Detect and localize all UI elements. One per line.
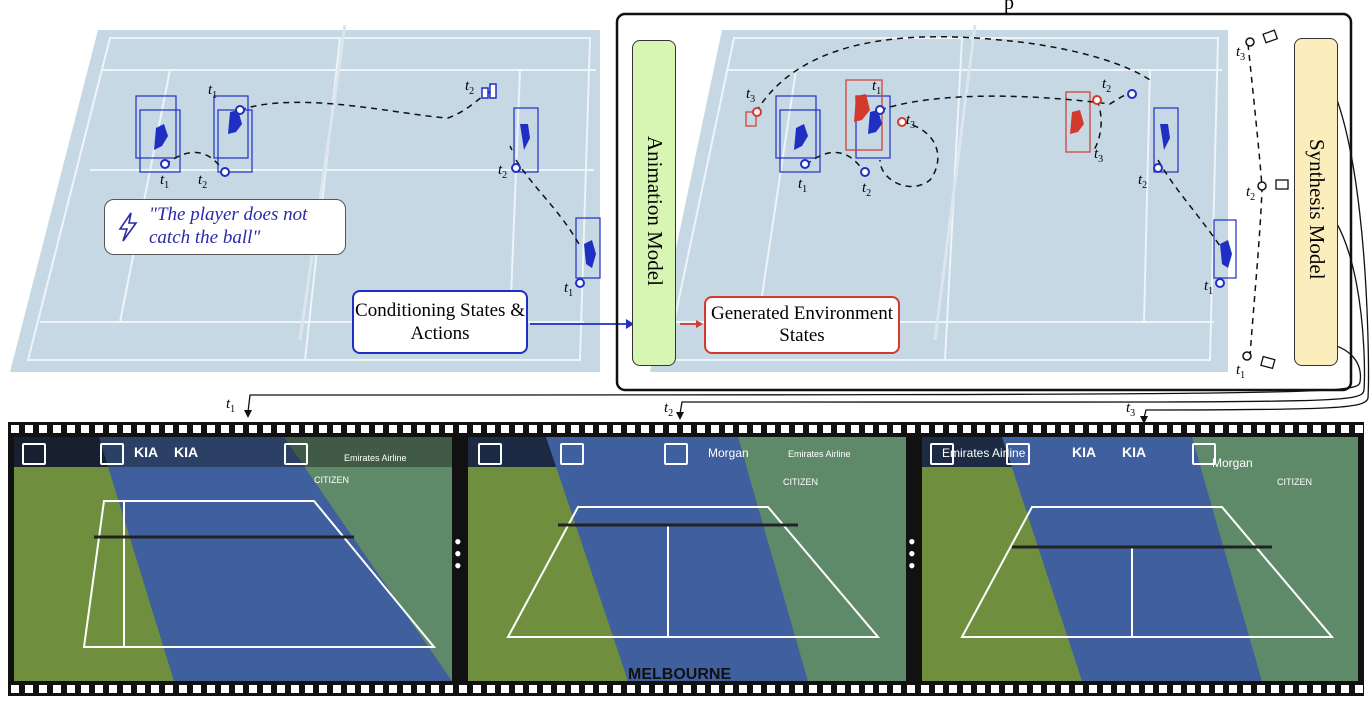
right-court bbox=[650, 30, 1228, 372]
time-label: t2 bbox=[664, 400, 674, 419]
video-frame-t2: Morgan Emirates Airline CITIZEN MELBOURN… bbox=[468, 437, 906, 681]
time-label: t1 bbox=[160, 172, 170, 191]
text-prompt: "The player does not catch the ball" bbox=[149, 204, 308, 248]
time-label: t2 bbox=[498, 162, 508, 181]
time-label: t1 bbox=[1236, 362, 1246, 381]
right-panel-title: p bbox=[1004, 0, 1014, 14]
svg-text:CITIZEN: CITIZEN bbox=[1277, 477, 1312, 487]
svg-text:Emirates Airline: Emirates Airline bbox=[788, 449, 851, 459]
svg-text:KIA: KIA bbox=[134, 444, 158, 460]
synthesis-model-box: Synthesis Model bbox=[1294, 38, 1338, 366]
broadcast-camera-icon bbox=[930, 443, 954, 465]
left-court-players bbox=[135, 95, 601, 279]
time-label: t3 bbox=[1236, 44, 1246, 63]
time-label: t3 bbox=[1094, 146, 1104, 165]
right-court-blue-players bbox=[775, 95, 1237, 279]
time-label: t2 bbox=[1246, 184, 1256, 203]
time-label: t1 bbox=[208, 82, 218, 101]
svg-text:Emirates Airline: Emirates Airline bbox=[942, 446, 1026, 460]
broadcast-camera-icon bbox=[100, 443, 124, 465]
svg-text:Emirates Airline: Emirates Airline bbox=[344, 453, 407, 463]
broadcast-camera-icon bbox=[22, 443, 46, 465]
film-strip-bottom bbox=[8, 682, 1364, 696]
time-label: t1 bbox=[1204, 278, 1214, 297]
left-court-balls bbox=[160, 105, 585, 288]
time-label: t3 bbox=[746, 86, 756, 105]
svg-text:KIA: KIA bbox=[174, 444, 198, 460]
text-prompt-box: "The player does not catch the ball" bbox=[104, 199, 346, 255]
broadcast-camera-icon bbox=[478, 443, 502, 465]
video-frame-t3: Emirates Airline KIA KIA Morgan CITIZEN bbox=[922, 437, 1358, 681]
svg-text:KIA: KIA bbox=[1122, 444, 1146, 460]
ellipsis: ••• bbox=[454, 529, 462, 578]
time-label: t2 bbox=[198, 172, 208, 191]
frame-connectors bbox=[247, 47, 1370, 419]
animation-model-label: Animation Model bbox=[643, 136, 667, 286]
time-label: t2 bbox=[1138, 172, 1148, 191]
svg-text:Morgan: Morgan bbox=[1212, 456, 1253, 470]
time-label: t3 bbox=[906, 112, 916, 131]
svg-text:MELBOURNE: MELBOURNE bbox=[628, 666, 731, 681]
left-court-player-figures bbox=[154, 110, 596, 268]
conditioning-states-box: Conditioning States & Actions bbox=[352, 290, 528, 354]
time-label: t1 bbox=[798, 176, 808, 195]
time-label: t1 bbox=[226, 396, 236, 415]
svg-text:Morgan: Morgan bbox=[708, 446, 749, 460]
time-label: t1 bbox=[872, 78, 882, 97]
generated-states-box: Generated Environment States bbox=[704, 296, 900, 354]
left-court-trajectories bbox=[164, 91, 581, 247]
svg-text:KIA: KIA bbox=[1072, 444, 1096, 460]
right-court-trajectories bbox=[755, 36, 1221, 247]
time-label: t2 bbox=[862, 180, 872, 199]
time-label: t2 bbox=[465, 78, 475, 97]
broadcast-camera-icon bbox=[560, 443, 584, 465]
broadcast-camera-icon bbox=[284, 443, 308, 465]
lightning-icon bbox=[118, 212, 138, 242]
time-label: t3 bbox=[1126, 400, 1136, 419]
right-court-red-players bbox=[745, 79, 1091, 153]
video-frame-t1: KIA KIA Emirates Airline CITIZEN bbox=[14, 437, 452, 681]
camera-icon bbox=[1260, 29, 1289, 370]
synthesis-model-label: Synthesis Model bbox=[1305, 138, 1329, 280]
svg-text:CITIZEN: CITIZEN bbox=[314, 475, 349, 485]
time-label: t1 bbox=[564, 280, 574, 299]
broadcast-camera-icon bbox=[1192, 443, 1216, 465]
svg-text:CITIZEN: CITIZEN bbox=[783, 477, 818, 487]
time-label: t2 bbox=[1102, 76, 1112, 95]
film-strip-top bbox=[8, 422, 1364, 436]
animation-model-box: Animation Model bbox=[632, 40, 676, 366]
left-court-ball-marker bbox=[481, 83, 497, 99]
broadcast-camera-icon bbox=[1006, 443, 1030, 465]
broadcast-camera-icon bbox=[664, 443, 688, 465]
ellipsis: ••• bbox=[908, 529, 916, 578]
